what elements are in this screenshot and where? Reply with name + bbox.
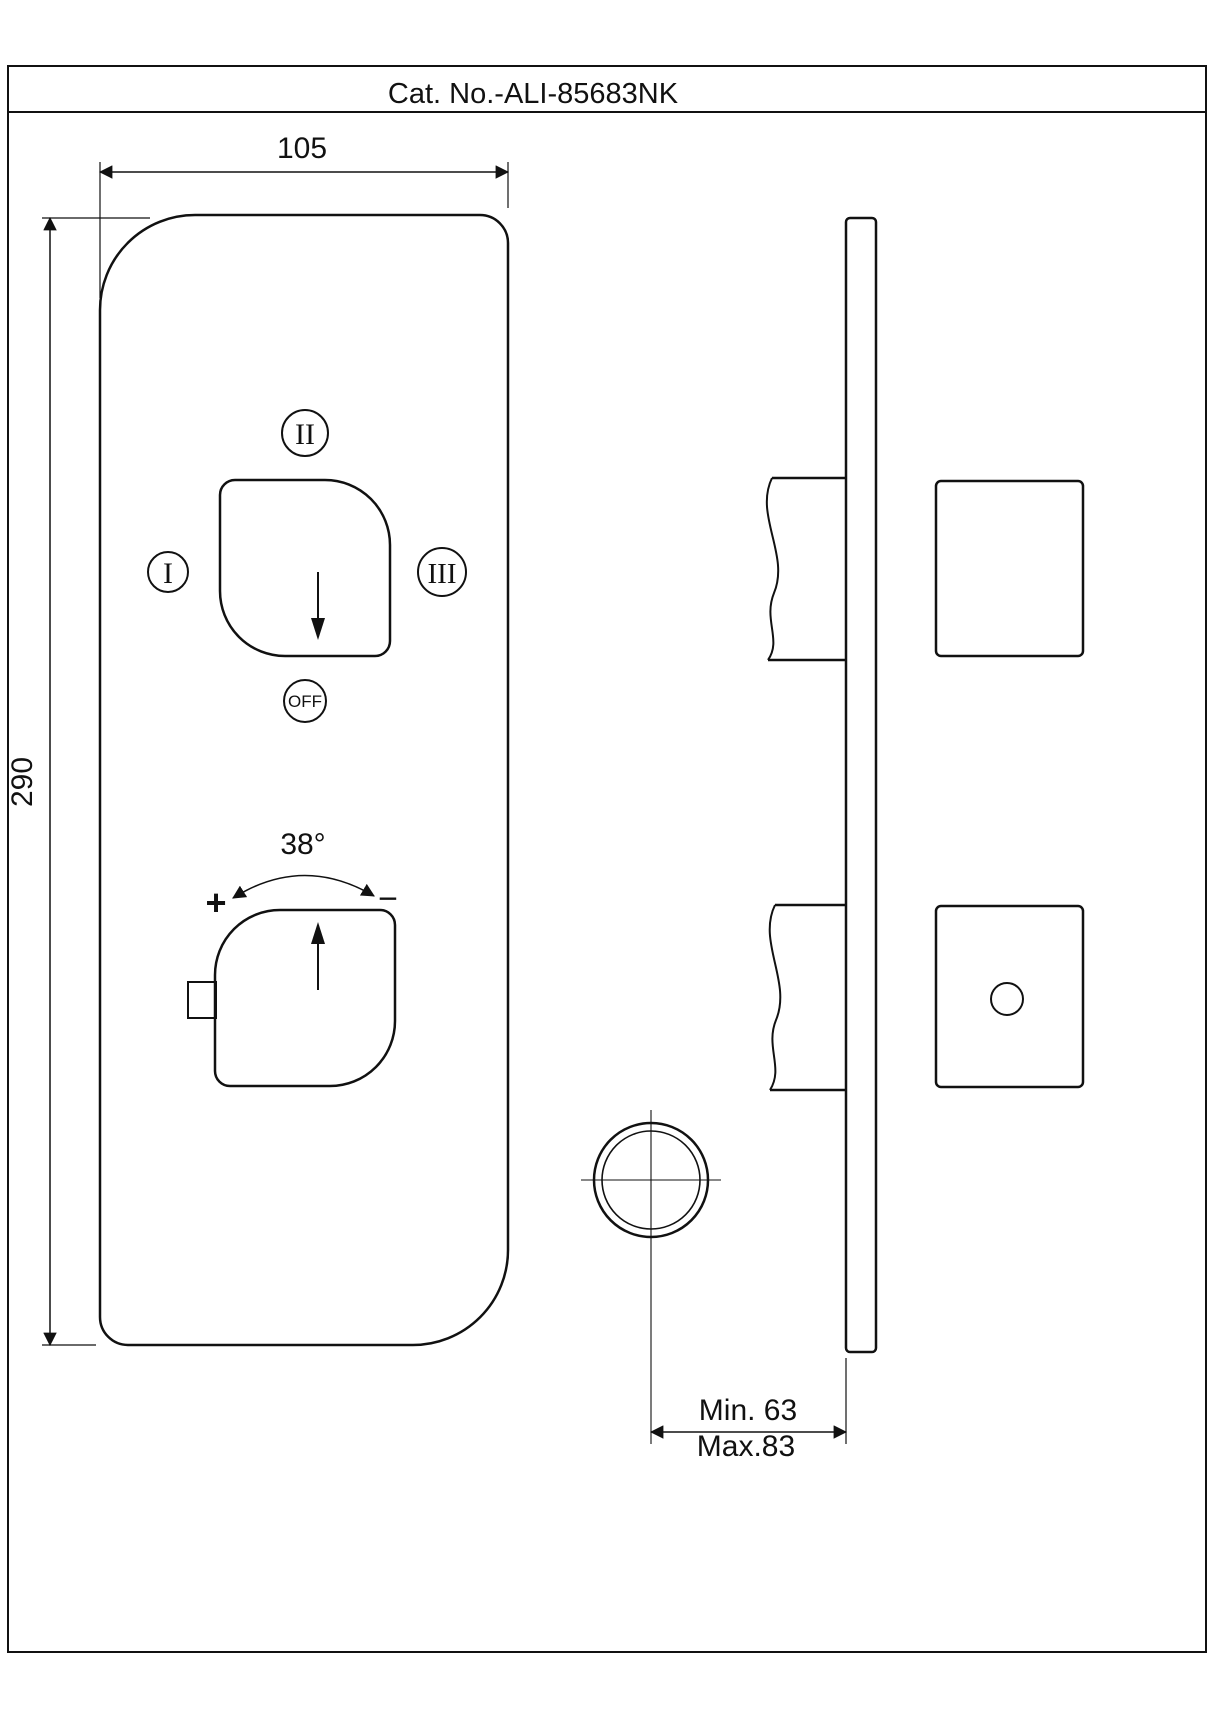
temperature-arrow-head (311, 922, 325, 944)
position-circle-right (417, 547, 467, 597)
depth-min-label: Min. 63 (699, 1394, 797, 1427)
upper-body-break-line (765, 477, 780, 661)
minus-label: − (378, 880, 398, 918)
faceplate-outline (98, 213, 510, 1347)
height-dimension: 290 (6, 216, 150, 1347)
width-dim-label: 105 (277, 132, 327, 165)
position-label-right: III (428, 558, 457, 590)
position-label-off: OFF (288, 692, 322, 711)
lower-body-break-line (768, 904, 782, 1091)
plus-label: + (205, 882, 226, 923)
width-dimension: 105 (98, 132, 510, 298)
height-dim-label: 290 (6, 757, 39, 807)
side-view: Min. 63 Max.83 (581, 216, 1085, 1463)
lower-handle-button (990, 982, 1024, 1016)
position-label-left: I (163, 557, 173, 590)
upper-valve-body (765, 476, 1085, 662)
angle-arc-arrow (232, 874, 375, 899)
depth-dimension: Min. 63 Max.83 (649, 1358, 848, 1463)
angle-label: 38° (280, 828, 325, 861)
lower-handle-block (934, 904, 1085, 1089)
temperature-knob (187, 908, 397, 1088)
title-text: Cat. No.-ALI-85683NK (388, 78, 679, 110)
drawing-border (7, 65, 1207, 1653)
title-block: Cat. No.-ALI-85683NK (7, 65, 1207, 1653)
diverter-arrow-head (311, 618, 325, 640)
temperature-knob-outline (213, 908, 397, 1088)
diverter-knob-outline (218, 478, 392, 658)
position-circle-left (147, 551, 189, 593)
diverter-position-labels: II I III OFF (147, 409, 467, 723)
position-circle-off (283, 679, 327, 723)
upper-handle-block (934, 479, 1085, 658)
position-label-top: II (295, 418, 315, 451)
outlet-section (581, 1110, 721, 1444)
front-view: 105 290 II I III OFF 38° (6, 132, 510, 1347)
depth-max-label: Max.83 (697, 1430, 795, 1463)
temperature-angle-annotation: 38° + − (205, 828, 397, 923)
temperature-knob-tab (187, 981, 217, 1019)
wall-plate-section (844, 216, 878, 1354)
lower-valve-body (768, 903, 1085, 1092)
diverter-knob (218, 478, 392, 658)
position-circle-top (281, 409, 329, 457)
